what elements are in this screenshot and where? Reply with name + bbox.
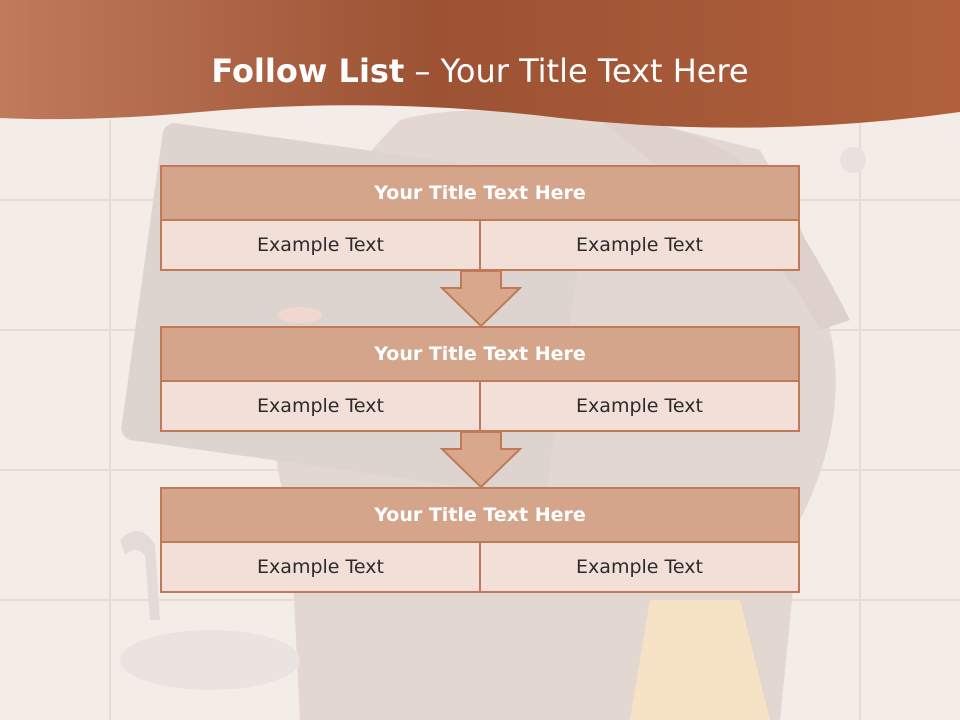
block-row: Example Text Example Text — [160, 543, 800, 593]
block-cell-left: Example Text — [160, 221, 481, 271]
block-cell-right: Example Text — [481, 221, 800, 271]
slide-title: Follow List – Your Title Text Here — [0, 52, 960, 90]
block-cell-left: Example Text — [160, 382, 481, 432]
block-row: Example Text Example Text — [160, 221, 800, 271]
block-cell-right: Example Text — [481, 382, 800, 432]
block-cell-right: Example Text — [481, 543, 800, 593]
list-block-1: Your Title Text Here Example Text Exampl… — [160, 165, 800, 271]
block-title: Your Title Text Here — [160, 487, 800, 543]
title-bold: Follow List — [211, 52, 405, 90]
down-arrow-icon — [440, 270, 522, 328]
block-title: Your Title Text Here — [160, 326, 800, 382]
list-block-2: Your Title Text Here Example Text Exampl… — [160, 326, 800, 432]
block-row: Example Text Example Text — [160, 382, 800, 432]
list-block-3: Your Title Text Here Example Text Exampl… — [160, 487, 800, 593]
title-rest: – Your Title Text Here — [404, 52, 749, 90]
block-cell-left: Example Text — [160, 543, 481, 593]
block-title: Your Title Text Here — [160, 165, 800, 221]
down-arrow-icon — [440, 431, 522, 489]
